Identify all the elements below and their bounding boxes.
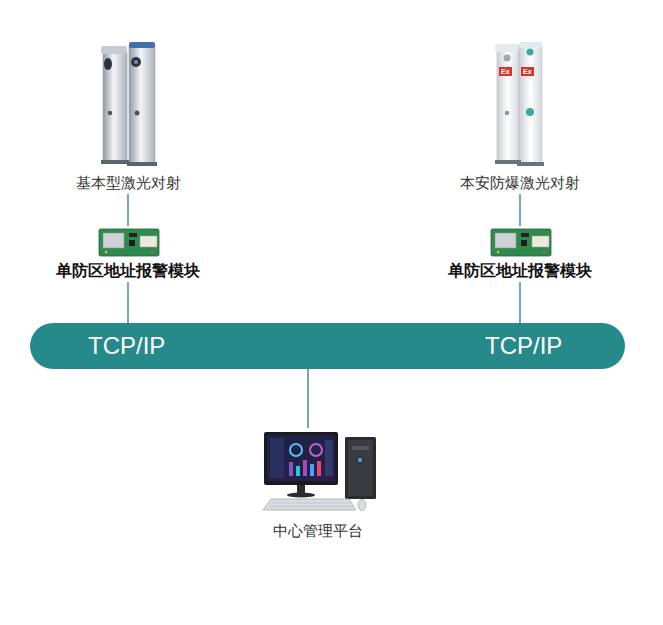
laser-device: 本安防爆激光对射	[450, 40, 590, 194]
node-caption: 中心管理平台	[238, 520, 398, 542]
connector-line	[519, 194, 520, 226]
alarm-module: 单防区地址报警模块	[435, 226, 605, 282]
bus-label: TCP/IP	[88, 323, 165, 369]
connector-line	[307, 369, 308, 428]
node-caption: 基本型激光对射	[68, 172, 188, 194]
ex-badge: Ex	[499, 67, 512, 76]
laser-device: 基本型激光对射	[68, 40, 188, 194]
node-caption: 单防区地址报警模块	[43, 260, 213, 282]
explosion-proof-laser-tower	[495, 42, 544, 166]
connector-line	[127, 282, 128, 323]
node-caption: 本安防爆激光对射	[450, 172, 590, 194]
alarm-module: 单防区地址报警模块	[43, 226, 213, 282]
basic-laser-tower	[101, 42, 157, 166]
management-platform: 中心管理平台	[238, 428, 398, 542]
tcp-ip-bus: TCP/IP TCP/IP	[30, 323, 625, 369]
node-caption: 单防区地址报警模块	[435, 260, 605, 282]
bus-label: TCP/IP	[485, 323, 562, 369]
ex-badge: Ex	[521, 67, 534, 76]
computer-illustration	[263, 432, 376, 511]
connector-line	[127, 194, 128, 226]
alarm-module-board	[491, 229, 551, 256]
connector-line	[519, 282, 520, 323]
alarm-module-board	[99, 229, 159, 256]
